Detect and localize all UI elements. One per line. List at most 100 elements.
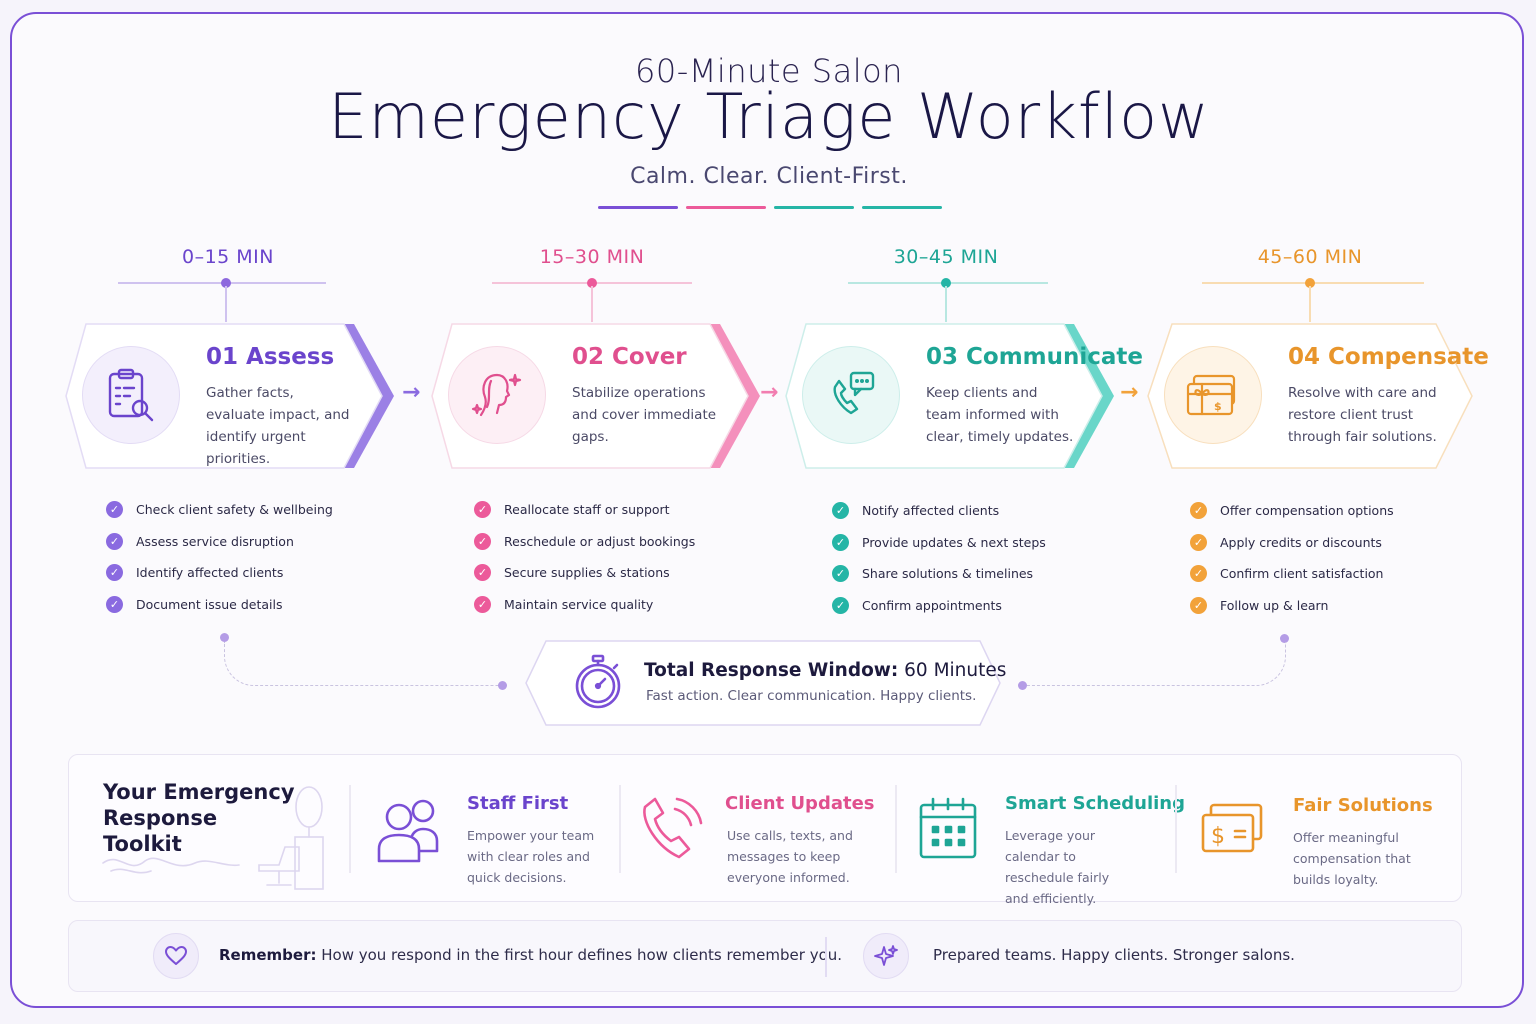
checklist-assess: ✓Check client safety & wellbeing ✓Assess… (106, 494, 333, 620)
clipboard-search-icon (82, 346, 180, 444)
phase-desc-assess: Gather facts, evaluate impact, and ident… (206, 385, 350, 467)
check-icon: ✓ (1190, 597, 1207, 615)
list-item: ✓Provide updates & next steps (832, 527, 1046, 559)
footer-banner: Remember: How you respond in the first h… (68, 920, 1462, 992)
phase-title-communicate: 03 Communicate (926, 344, 1144, 370)
list-item: ✓Document issue details (106, 589, 333, 621)
divider (825, 937, 827, 977)
toolkit-item-title: Fair Solutions (1293, 795, 1433, 816)
connector-left (224, 642, 502, 686)
check-icon: ✓ (474, 596, 491, 614)
time-label-assess: 0–15 MIN (181, 246, 274, 268)
arrow-right-icon: → (402, 380, 421, 405)
time-label-communicate: 30–45 MIN (893, 246, 999, 268)
check-icon: ✓ (106, 564, 123, 582)
checklist-compensate: ✓Offer compensation options ✓Apply credi… (1190, 495, 1394, 621)
divider (349, 785, 351, 873)
phase-card-compensate: $ 04 Compensate Resolve with care and re… (1146, 322, 1489, 470)
calendar-icon (917, 795, 979, 865)
check-icon: ✓ (106, 532, 123, 550)
bar-teal (774, 206, 854, 209)
list-item: ✓Check client safety & wellbeing (106, 494, 333, 526)
phase-desc-compensate: Resolve with care and restore client tru… (1288, 385, 1437, 445)
closing-text: Prepared teams. Happy clients. Stronger … (933, 946, 1295, 964)
total-response-window: Total Response Window: 60 Minutes Fast a… (524, 640, 1006, 726)
divider (895, 785, 897, 873)
phase-title-compensate: 04 Compensate (1288, 344, 1489, 370)
time-stem-assess (225, 286, 227, 322)
check-icon: ✓ (106, 596, 123, 614)
infographic-frame: 60-Minute Salon Emergency Triage Workflo… (10, 12, 1524, 1008)
list-item: ✓Follow up & learn (1190, 590, 1394, 622)
check-icon: ✓ (832, 565, 849, 583)
time-dot-compensate (1305, 278, 1315, 288)
check-icon: ✓ (474, 532, 491, 550)
time-dot-communicate (941, 278, 951, 288)
money-cards-icon: $ (1199, 801, 1265, 863)
phase-card-communicate: 03 Communicate Keep clients and team inf… (784, 322, 1143, 470)
phase-card-cover: 02 Cover Stabilize operations and cover … (430, 322, 762, 470)
toolkit-item-title: Smart Scheduling (1005, 793, 1186, 814)
check-icon: ✓ (1190, 502, 1207, 520)
list-item: ✓Confirm appointments (832, 590, 1046, 622)
time-stem-cover (591, 286, 593, 322)
divider (1175, 785, 1177, 873)
check-icon: ✓ (1190, 533, 1207, 551)
toolkit-item-title: Staff First (467, 793, 569, 814)
list-item: ✓Assess service disruption (106, 526, 333, 558)
total-subtitle: Fast action. Clear communication. Happy … (646, 688, 977, 704)
list-item: ✓Reallocate staff or support (474, 494, 695, 526)
phone-ringing-icon (635, 793, 705, 869)
check-icon: ✓ (832, 597, 849, 615)
check-icon: ✓ (106, 501, 123, 519)
time-dot-assess (221, 278, 231, 288)
list-item: ✓Identify affected clients (106, 557, 333, 589)
phone-chat-icon (802, 346, 900, 444)
woman-profile-sparkle-icon (448, 346, 546, 444)
time-dot-cover (587, 278, 597, 288)
phase-card-assess: 01 Assess Gather facts, evaluate impact,… (64, 322, 396, 470)
sparkle-icon (863, 933, 909, 979)
page-title: Emergency Triage Workflow (328, 80, 1210, 153)
connector-dot (1018, 681, 1027, 690)
phase-title-cover: 02 Cover (572, 344, 687, 370)
checklist-cover: ✓Reallocate staff or support ✓Reschedule… (474, 494, 695, 620)
bar-teal-2 (862, 206, 942, 209)
toolkit-item-desc: Offer meaningful compensation that build… (1293, 830, 1411, 887)
total-title: Total Response Window: 60 Minutes (644, 660, 1007, 681)
phase-desc-communicate: Keep clients and team informed with clea… (926, 385, 1074, 445)
time-label-compensate: 45–60 MIN (1257, 246, 1363, 268)
svg-text:$: $ (1211, 824, 1225, 849)
bar-pink (686, 206, 766, 209)
arrow-right-icon: → (1120, 380, 1139, 405)
list-item: ✓Offer compensation options (1190, 495, 1394, 527)
gift-card-icon: $ (1164, 346, 1262, 444)
check-icon: ✓ (1190, 565, 1207, 583)
check-icon: ✓ (474, 564, 491, 582)
list-item: ✓Confirm client satisfaction (1190, 558, 1394, 590)
toolkit-item-desc: Leverage your calendar to reschedule fai… (1005, 828, 1110, 906)
time-stem-communicate (945, 286, 947, 322)
toolkit-item-title: Client Updates (725, 793, 875, 814)
salon-chair-mirror-icon (99, 781, 329, 895)
header-tagline: Calm. Clear. Client-First. (630, 164, 908, 189)
toolkit-item-desc: Empower your team with clear roles and q… (467, 828, 595, 885)
list-item: ✓Maintain service quality (474, 589, 695, 621)
connector-dot (1280, 634, 1289, 643)
bar-purple (598, 206, 678, 209)
svg-text:$: $ (1214, 400, 1222, 413)
check-icon: ✓ (832, 533, 849, 551)
phase-title-assess: 01 Assess (206, 344, 335, 370)
connector-dot (498, 681, 507, 690)
toolkit-item-desc: Use calls, texts, and messages to keep e… (727, 828, 853, 885)
divider (619, 785, 621, 873)
connector-dot (220, 633, 229, 642)
list-item: ✓Secure supplies & stations (474, 557, 695, 589)
list-item: ✓Apply credits or discounts (1190, 527, 1394, 559)
heart-icon (153, 933, 199, 979)
connector-right (1024, 642, 1286, 686)
arrow-right-icon: → (760, 380, 779, 405)
people-icon (375, 795, 447, 869)
